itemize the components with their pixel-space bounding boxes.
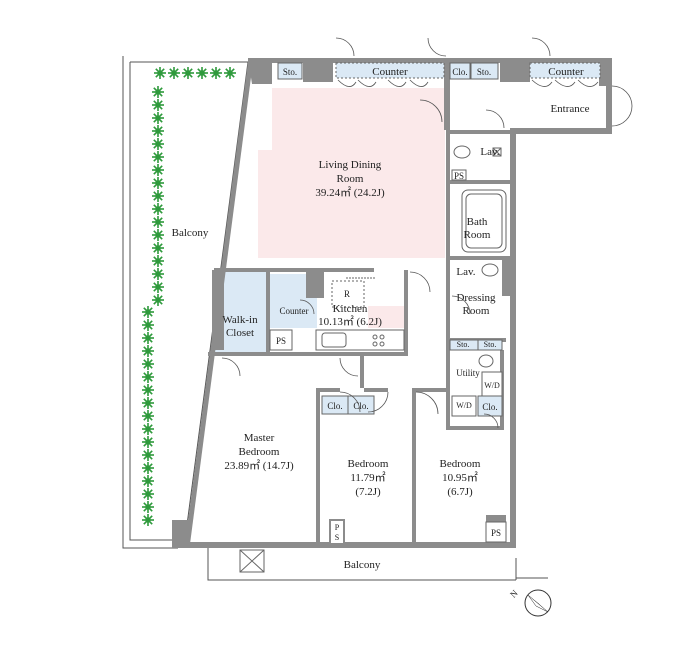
plant-icon [152,268,164,280]
storage-label-utility-2: Sto. [484,340,497,349]
plant-icon [142,501,154,513]
living-dining-label: Living Dining [319,159,382,171]
kitchen-accent-floor [368,306,408,328]
ps-label-bedroom2: PS [491,528,501,538]
plant-icon [142,488,154,500]
compass: N [508,588,552,617]
ps-label-bath: PS [454,171,464,181]
washer-dryer-label-2: W/D [456,401,472,410]
plant-icon [154,67,166,79]
plant-icon [142,371,154,383]
plant-icon [142,436,154,448]
dressing-room-label-line2: Room [463,305,490,317]
ps-label-bedroom1-s: S [335,533,339,542]
plant-icon [142,462,154,474]
plant-icon [182,67,194,79]
plant-icon [152,151,164,163]
plant-icon [142,514,154,526]
utility-label: Utility [456,368,480,378]
compass-north-label: N [508,588,520,600]
fixture-labels: Counter Counter Counter Sto. Clo. Sto. S… [276,66,584,542]
plant-icon [152,125,164,137]
bedroom-1-label: Bedroom [348,458,389,470]
plant-icon [142,410,154,422]
kitchen-label: Kitchen [333,303,368,315]
ps-label-kitchen: PS [276,336,286,346]
plant-icon [142,358,154,370]
plant-icon [142,384,154,396]
plant-icon [152,164,164,176]
bedroom-1-area: 11.79㎡ [350,471,385,484]
plant-icon [152,99,164,111]
washer-dryer-label-1: W/D [484,381,500,390]
plant-icon [168,67,180,79]
door-swings [221,37,633,429]
plant-icon [152,229,164,241]
plant-icon [196,67,208,79]
living-dining-label-line2: Room [337,173,364,185]
closet-label-bedroom1-a: Clo. [327,401,342,411]
plant-icon [152,138,164,150]
counter-label-entrance: Counter [548,66,584,78]
ps-label-bedroom1-p: P [335,523,340,532]
plant-icon [152,255,164,267]
storage-label-utility-1: Sto. [457,340,470,349]
plant-icon [142,332,154,344]
lavatory-label-1: Lav. [480,146,499,158]
counter-label-living: Counter [372,66,408,78]
bedroom-2-area-jo: (6.7J) [447,486,473,498]
storage-label-nw: Sto. [283,67,297,77]
lavatory-label-2: Lav. [456,266,475,278]
walk-in-closet-floor [212,272,268,352]
plant-icon [152,203,164,215]
master-bedroom-label: Master [244,432,275,444]
bath-room-label-line2: Room [464,229,491,241]
bedroom-1-area-jo: (7.2J) [355,486,381,498]
closet-label-bedroom2: Clo. [482,402,497,412]
dressing-room-label: Dressing [456,292,496,304]
balcony-west-label: Balcony [172,227,209,239]
room-labels: Living Dining Room 39.24㎡ (24.2J) Balcon… [172,103,590,571]
plant-icon [152,294,164,306]
plant-icon [152,281,164,293]
plant-icon [142,397,154,409]
master-bedroom-label-line2: Bedroom [239,446,280,458]
plant-icon [224,67,236,79]
plant-icon [142,475,154,487]
plant-icon [142,319,154,331]
plant-icon [152,86,164,98]
entrance-label: Entrance [550,103,589,115]
walk-in-closet-label-line2: Closet [226,327,254,339]
plant-icon [152,112,164,124]
plant-icon [210,67,222,79]
fixtures [239,62,601,573]
closet-label-bedroom1-b: Clo. [353,401,368,411]
balcony-south-label: Balcony [344,559,381,571]
bedroom-2-area: 10.95㎡ [442,471,478,484]
closet-label-north: Clo. [452,67,467,77]
master-bedroom-area: 23.89㎡ (14.7J) [224,459,294,472]
bedroom-2-label: Bedroom [440,458,481,470]
plant-icon [142,449,154,461]
plant-icon [152,242,164,254]
storage-label-north: Sto. [477,67,491,77]
walk-in-closet-label: Walk-in [222,314,258,326]
living-dining-area: 39.24㎡ (24.2J) [315,186,385,199]
plant-icon [152,216,164,228]
balcony-greenery [142,67,236,526]
plant-icon [142,345,154,357]
living-dining-floor [258,88,445,258]
kitchen-area: 10.13㎡ (6.2J) [318,315,382,328]
plant-icon [142,306,154,318]
plant-icon [152,190,164,202]
walls [172,58,612,548]
plant-icon [152,177,164,189]
counter-label-kitchen: Counter [280,306,309,316]
plant-icon [142,423,154,435]
fridge-label: R [344,289,350,299]
bath-room-label: Bath [467,216,488,228]
